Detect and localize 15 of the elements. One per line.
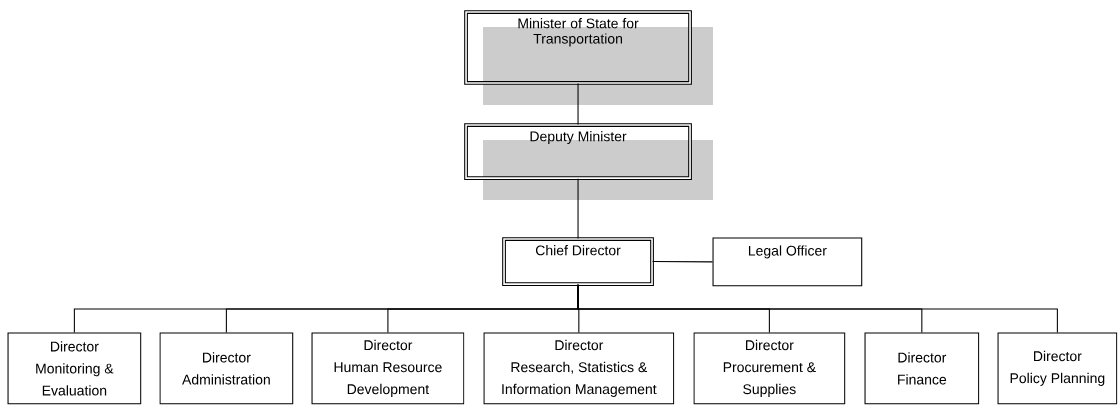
connector-line	[577, 178, 579, 240]
org-box: Chief Director	[502, 237, 654, 286]
org-box: Minister of State for Transportation	[464, 10, 692, 85]
connector-line	[652, 261, 714, 263]
org-box: Director Finance	[864, 332, 980, 405]
org-box: Director Research, Statistics & Information Management	[483, 332, 675, 405]
org-box: Director Policy Planning	[997, 332, 1118, 405]
org-box: Director Administration	[159, 332, 294, 405]
org-box: Director Monitoring & Evaluation	[7, 332, 142, 405]
org-box: Deputy Minister	[464, 123, 692, 180]
org-box: Director Procurement & Supplies	[693, 332, 846, 405]
org-box: Legal Officer	[712, 237, 863, 287]
connector-line	[577, 82, 579, 126]
org-box: Director Human Resource Development	[311, 332, 465, 405]
connector-line	[577, 284, 1058, 334]
